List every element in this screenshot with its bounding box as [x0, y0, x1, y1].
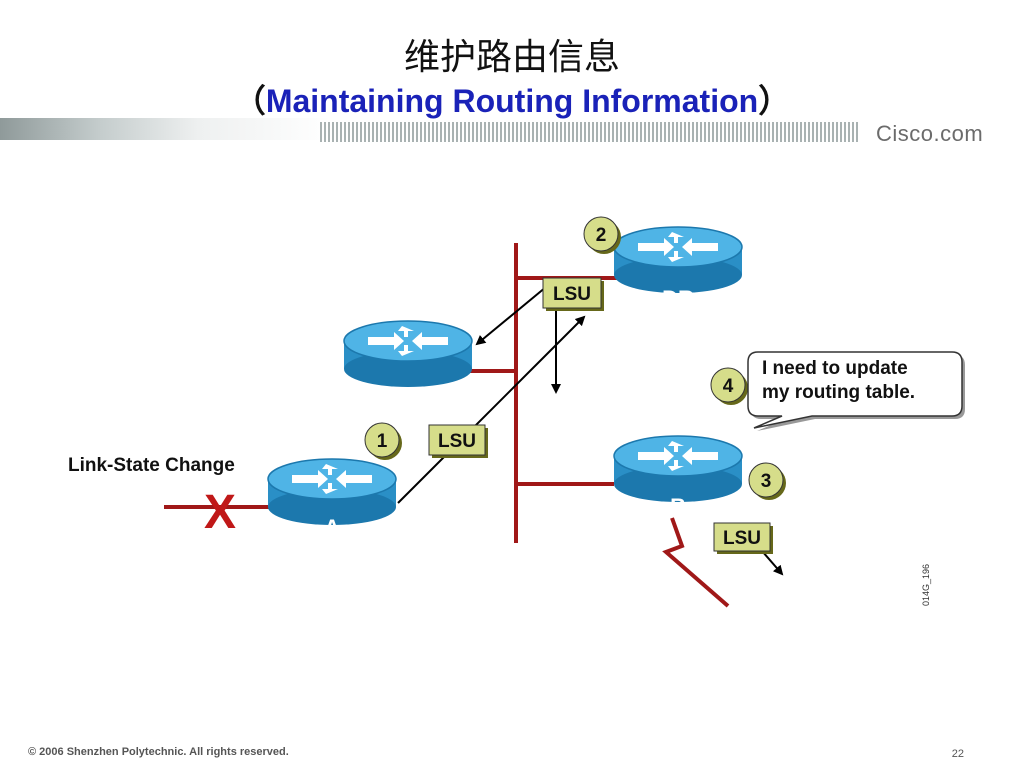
slide-title-english-line: （Maintaining Routing Information） [0, 76, 1024, 122]
router-b: B [613, 435, 743, 519]
callout-line-1: I need to update [762, 358, 908, 379]
paren-close: ） [758, 83, 791, 119]
step-number-2: 2 [596, 225, 607, 246]
step-number-4: 4 [723, 376, 734, 397]
step-badge-3: 3 [748, 462, 786, 500]
slide-title-chinese: 维护路由信息 [403, 37, 620, 78]
figure-code: 014G_196 [921, 563, 932, 607]
arrow-dr-to-router [475, 286, 547, 346]
paren-open: （ [233, 83, 266, 119]
step-number-3: 3 [761, 471, 772, 492]
router-dr: DR [613, 226, 743, 311]
banner-gradient [0, 118, 330, 140]
lsu-label-b: LSU [723, 528, 761, 549]
lsu-label-a: LSU [438, 431, 476, 452]
router-b-label: B [670, 494, 686, 519]
callout-bubble: I need to update my routing table. [747, 351, 965, 431]
title-banner [0, 118, 860, 142]
callout-line-2: my routing table. [762, 382, 915, 403]
router-a-label: A [324, 515, 340, 540]
lsu-box-dr: LSU [542, 277, 604, 311]
router-unlabeled [343, 320, 473, 388]
cisco-logo: Cisco.com [876, 121, 984, 146]
step-badge-4: 4 [710, 367, 748, 405]
slide-title-english: Maintaining Routing Information [265, 83, 759, 119]
b-serial-link [662, 517, 730, 608]
router-dr-label: DR [662, 286, 694, 311]
lsu-box-a: LSU [428, 424, 488, 458]
footer-copyright: © 2006 Shenzhen Polytechnic. All rights … [28, 746, 289, 758]
lsu-label-dr: LSU [553, 284, 591, 305]
failure-x-icon: X [204, 486, 236, 539]
step-badge-2: 2 [583, 216, 621, 254]
step-badge-1: 1 [364, 422, 402, 460]
arrow-a-to-dr [397, 315, 586, 504]
link-state-change-label: Link-State Change [68, 455, 235, 476]
router-a: A [267, 458, 397, 540]
step-number-1: 1 [377, 431, 388, 452]
page-number: 22 [951, 748, 964, 760]
lsu-box-b: LSU [713, 522, 773, 554]
banner-stripes [320, 122, 860, 142]
